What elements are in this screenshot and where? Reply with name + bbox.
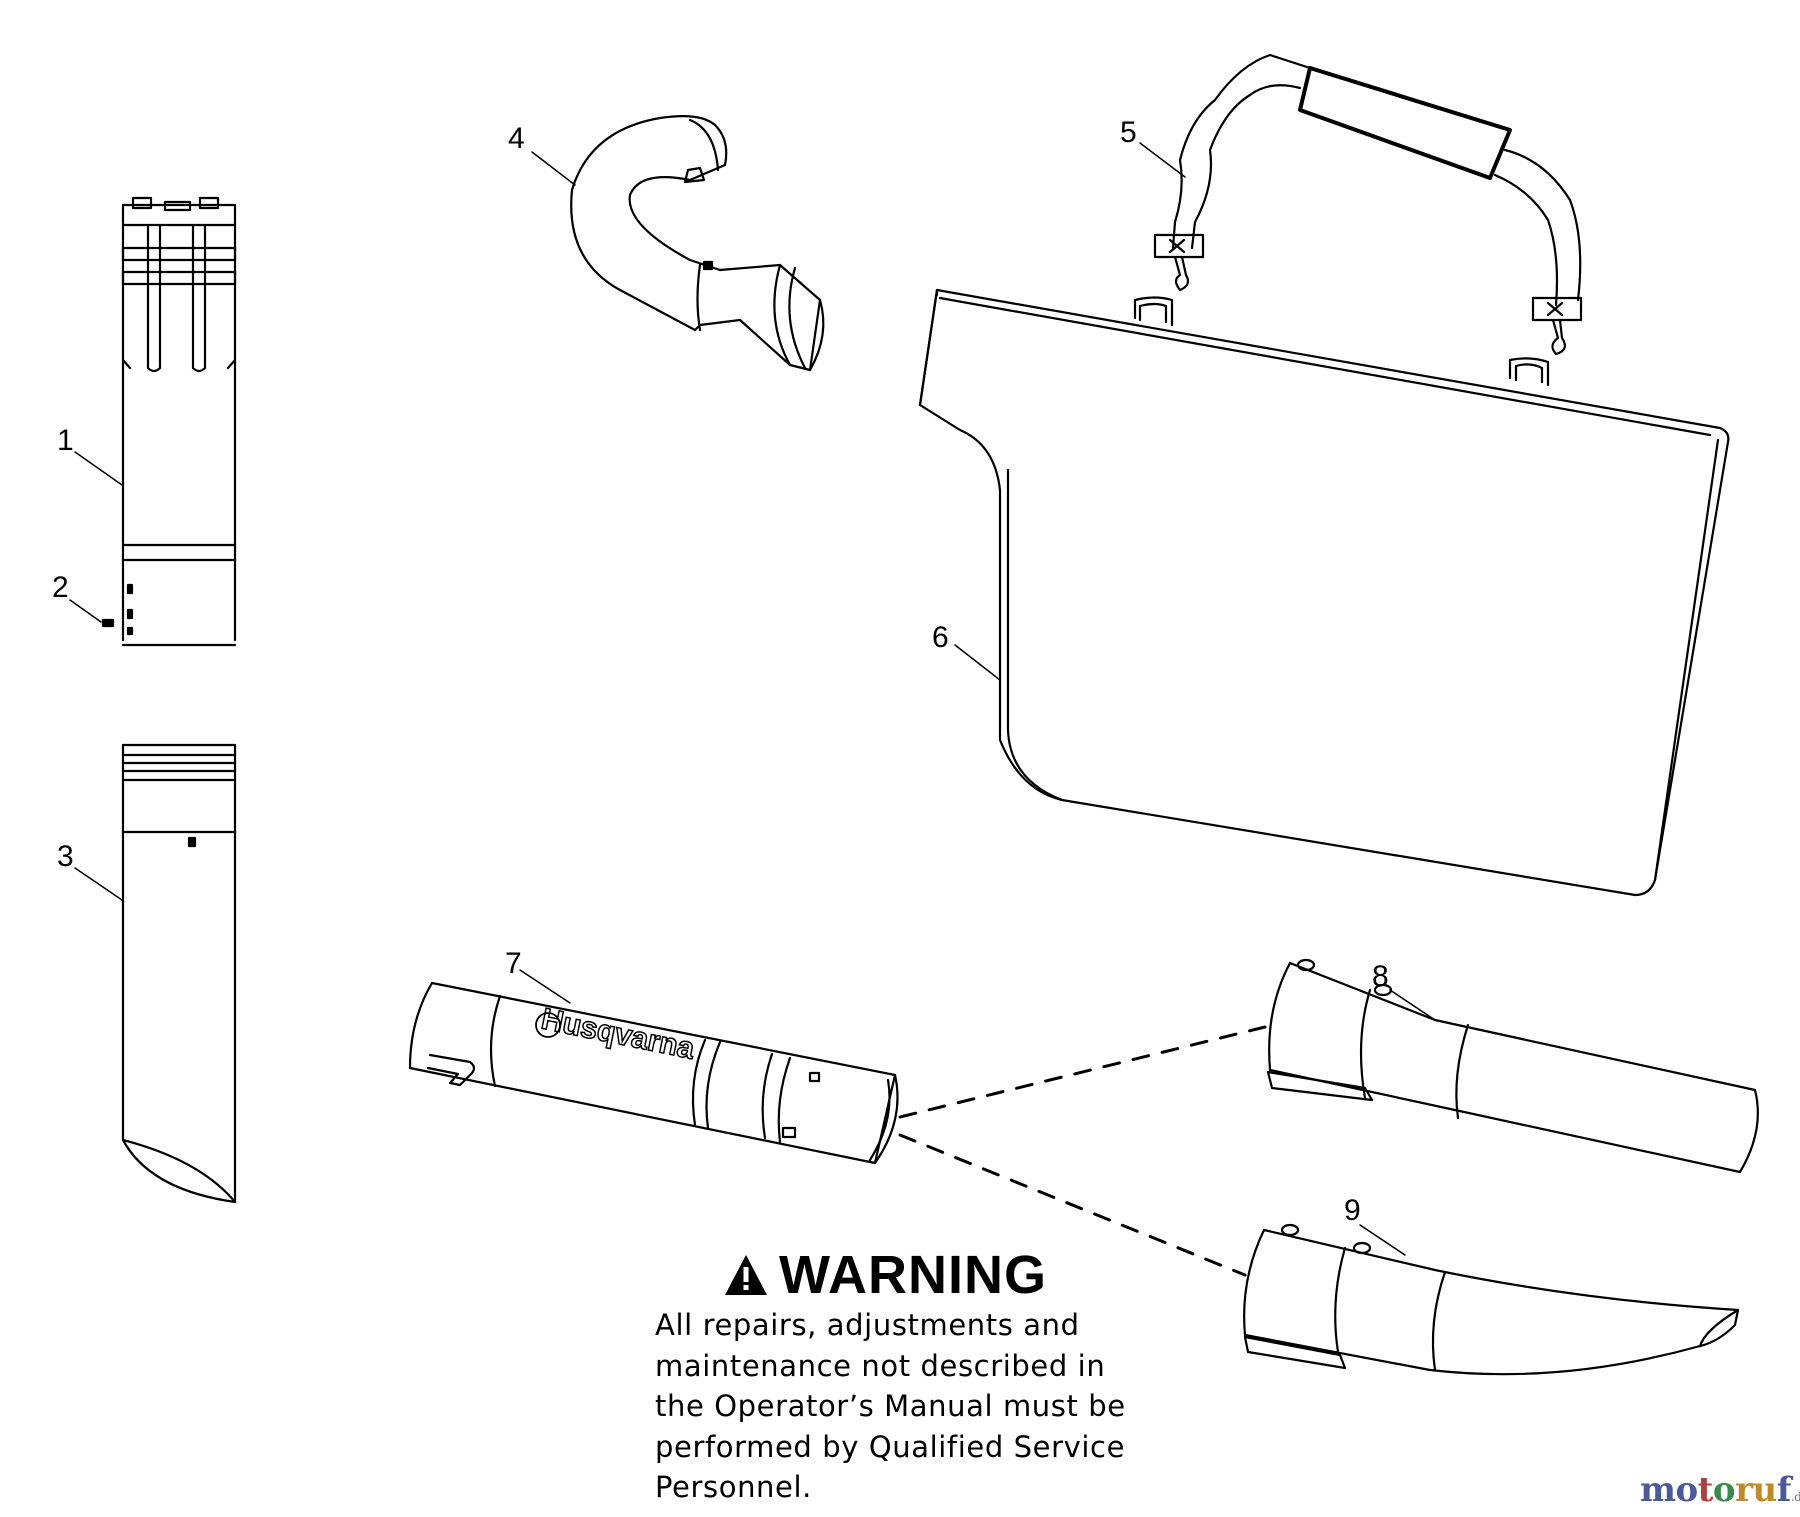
part-6-bag bbox=[918, 288, 1730, 897]
part-1-upper-tube bbox=[121, 196, 237, 647]
part-number-9: 9 bbox=[1344, 1194, 1361, 1227]
brand-on-tube: Husqvarna bbox=[539, 1003, 698, 1066]
watermark: motoruf.de bbox=[1640, 1470, 1800, 1510]
warning-title: WARNING bbox=[779, 1245, 1047, 1305]
part-4-elbow bbox=[570, 115, 825, 372]
leader-lines bbox=[74, 142, 1436, 1256]
watermark-part: f bbox=[1776, 1470, 1792, 1510]
warning-line-1: All repairs, adjustments and bbox=[655, 1308, 1080, 1342]
warning-triangle-icon bbox=[725, 1255, 767, 1295]
part-7-main-tube bbox=[408, 981, 899, 1165]
warning-line-3: the Operator’s Manual must be bbox=[655, 1389, 1126, 1423]
guide-lines bbox=[898, 1025, 1267, 1277]
part-number-8: 8 bbox=[1372, 960, 1389, 993]
part-5-strap bbox=[1153, 53, 1583, 356]
brand-logo-icon bbox=[535, 1012, 561, 1038]
watermark-part: mo bbox=[1640, 1470, 1698, 1510]
warning-line-5: Personnel. bbox=[655, 1470, 812, 1504]
warning-notice: WARNING All repairs, adjustments and mai… bbox=[655, 1245, 1215, 1508]
part-number-3: 3 bbox=[57, 840, 74, 873]
part-number-4: 4 bbox=[508, 122, 525, 155]
part-number-6: 6 bbox=[932, 621, 949, 654]
part-3-lower-tube bbox=[121, 743, 237, 1204]
warning-heading: WARNING bbox=[723, 1245, 1215, 1305]
part-2-screw bbox=[69, 599, 115, 628]
part-number-7: 7 bbox=[505, 947, 522, 980]
part-9-curved-nozzle bbox=[1243, 1223, 1740, 1376]
part-number-1: 1 bbox=[57, 424, 74, 457]
warning-line-4: performed by Qualified Service bbox=[655, 1429, 1126, 1464]
part-8-flat-nozzle bbox=[1266, 958, 1759, 1174]
part-number-5: 5 bbox=[1120, 116, 1137, 149]
warning-line-2: maintenance not described in bbox=[655, 1348, 1106, 1383]
watermark-part: t bbox=[1697, 1470, 1714, 1510]
watermark-tld: .de bbox=[1790, 1490, 1800, 1504]
part-number-2: 2 bbox=[52, 571, 69, 604]
watermark-part: ru bbox=[1735, 1470, 1777, 1510]
watermark-part: o bbox=[1712, 1470, 1736, 1510]
